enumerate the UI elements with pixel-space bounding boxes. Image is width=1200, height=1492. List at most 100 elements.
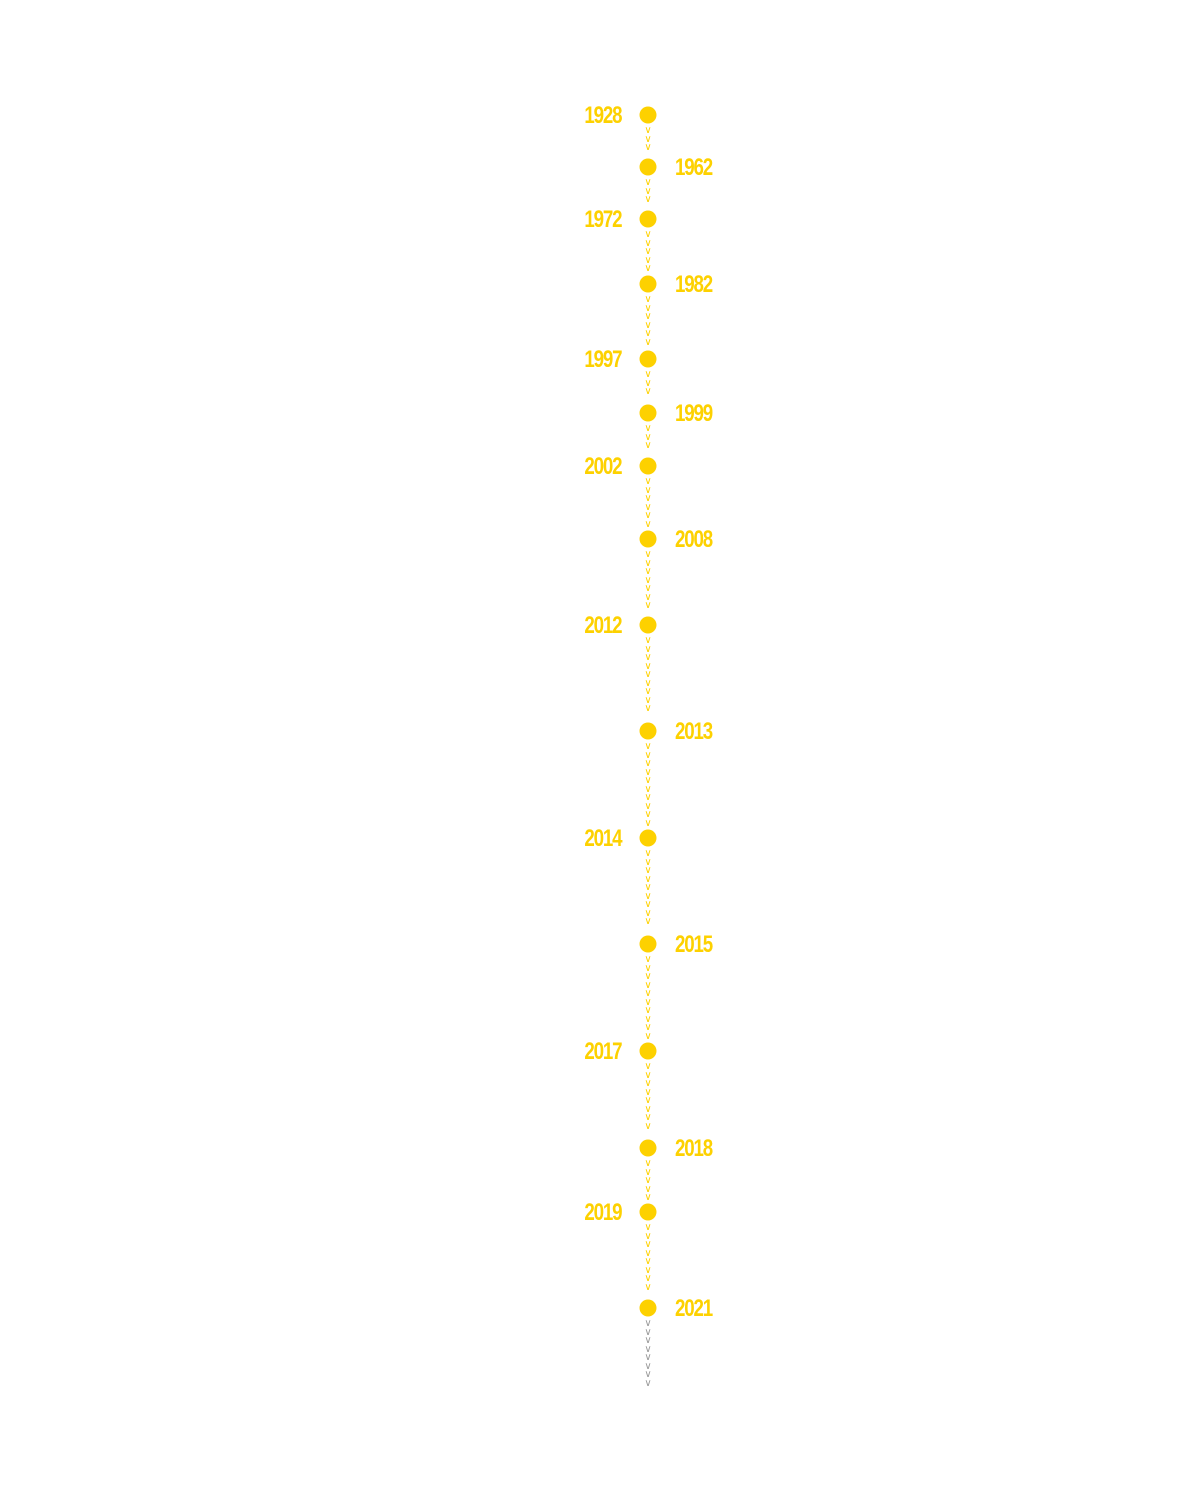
chevron-down-icon: ∨	[644, 600, 652, 611]
chevron-down-icon: ∨	[644, 1005, 652, 1016]
dot-icon	[639, 829, 657, 847]
chevron-down-icon: ∨	[644, 741, 652, 752]
chevron-down-icon: ∨	[644, 1112, 652, 1123]
chevron-down-icon: ∨	[644, 1120, 652, 1132]
year-label: 2015	[675, 931, 713, 958]
chevron-down-icon: ∨	[644, 1343, 652, 1355]
chevron-down-icon: ∨	[644, 510, 652, 521]
chevron-down-icon: ∨	[644, 800, 652, 812]
chevron-down-icon: ∨	[644, 591, 652, 603]
chevron-down-icon: ∨	[644, 386, 652, 397]
chevron-down-icon: ∨	[644, 1264, 652, 1276]
chevron-down-icon: ∨	[644, 749, 652, 761]
chevron-down-icon: ∨	[644, 1158, 652, 1169]
chevron-down-icon: ∨	[644, 1247, 652, 1259]
dot-icon	[639, 106, 657, 124]
chevron-down-icon: ∨	[644, 643, 652, 655]
chevron-down-icon: ∨	[644, 501, 652, 513]
chevron-down-icon: ∨	[644, 1069, 652, 1081]
chevron-down-icon: ∨	[644, 907, 652, 919]
chevron-down-icon: ∨	[644, 133, 652, 145]
chevron-down-icon: ∨	[644, 652, 652, 663]
chevron-down-icon: ∨	[644, 1013, 652, 1025]
chevron-down-icon: ∨	[644, 979, 652, 991]
chevron-down-icon: ∨	[644, 996, 652, 1008]
chevron-down-icon: ∨	[644, 566, 652, 577]
dot-icon	[639, 1139, 657, 1157]
year-label: 2014	[584, 825, 622, 852]
chevron-down-icon: ∨	[644, 962, 652, 974]
chevron-down-icon: ∨	[644, 377, 652, 389]
chevron-down-icon: ∨	[644, 1239, 652, 1250]
chevron-down-icon: ∨	[644, 493, 652, 504]
dot-icon	[639, 404, 657, 422]
chevron-down-icon: ∨	[644, 669, 652, 680]
chevron-down-icon: ∨	[644, 1103, 652, 1115]
year-label: 1997	[584, 346, 622, 373]
chevron-down-icon: ∨	[644, 476, 652, 487]
year-label: 1928	[584, 102, 622, 129]
chevron-down-icon: ∨	[644, 1022, 652, 1033]
chevron-down-icon: ∨	[644, 1166, 652, 1178]
chevron-down-icon: ∨	[644, 369, 652, 380]
chevron-down-icon: ∨	[644, 971, 652, 982]
chevron-down-icon: ∨	[644, 1326, 652, 1338]
chevron-down-icon: ∨	[644, 263, 652, 274]
chevron-down-icon: ∨	[644, 574, 652, 586]
chevron-down-icon: ∨	[644, 1352, 652, 1363]
year-label: 2018	[675, 1135, 713, 1162]
chevron-down-icon: ∨	[644, 125, 652, 136]
chevron-down-icon: ∨	[644, 792, 652, 803]
chevron-down-icon: ∨	[644, 1086, 652, 1098]
chevron-down-icon: ∨	[644, 988, 652, 999]
year-label: 2002	[584, 453, 622, 480]
chevron-down-icon: ∨	[644, 809, 652, 820]
chevron-down-icon: ∨	[644, 660, 652, 672]
dot-icon	[639, 935, 657, 953]
chevron-down-icon: ∨	[644, 549, 652, 560]
chevron-down-icon: ∨	[644, 336, 652, 348]
chevron-down-icon: ∨	[644, 142, 652, 153]
chevron-down-icon: ∨	[644, 1281, 652, 1293]
chevron-down-icon: ∨	[644, 635, 652, 646]
chevron-down-icon: ∨	[644, 177, 652, 188]
dot-icon	[639, 1042, 657, 1060]
dot-icon	[639, 275, 657, 293]
year-label: 1972	[584, 206, 622, 233]
chevron-down-icon: ∨	[644, 873, 652, 885]
chevron-down-icon: ∨	[644, 865, 652, 876]
chevron-down-icon: ∨	[644, 1369, 652, 1380]
year-label: 2019	[584, 1199, 622, 1226]
chevron-down-icon: ∨	[644, 703, 652, 714]
chevron-down-icon: ∨	[644, 758, 652, 769]
dot-icon	[639, 158, 657, 176]
chevron-down-icon: ∨	[644, 194, 652, 205]
chevron-down-icon: ∨	[644, 775, 652, 786]
year-label: 2017	[584, 1038, 622, 1065]
chevron-down-icon: ∨	[644, 302, 652, 314]
chevron-down-icon: ∨	[644, 882, 652, 893]
chevron-down-icon: ∨	[644, 1095, 652, 1106]
year-label: 2008	[675, 526, 713, 553]
chevron-down-icon: ∨	[644, 1360, 652, 1372]
dot-icon	[639, 1203, 657, 1221]
chevron-down-icon: ∨	[644, 1192, 652, 1203]
chevron-down-icon: ∨	[644, 916, 652, 927]
dot-icon	[639, 530, 657, 548]
dot-icon	[639, 210, 657, 228]
chevron-down-icon: ∨	[644, 294, 652, 305]
year-label: 2012	[584, 612, 622, 639]
chevron-down-icon: ∨	[644, 1318, 652, 1329]
chevron-down-icon: ∨	[644, 1230, 652, 1242]
year-label: 1982	[675, 271, 713, 298]
chevron-down-icon: ∨	[644, 817, 652, 829]
chevron-down-icon: ∨	[644, 311, 652, 322]
chevron-down-icon: ∨	[644, 237, 652, 249]
chevron-down-icon: ∨	[644, 1175, 652, 1186]
chevron-down-icon: ∨	[644, 1335, 652, 1346]
chevron-down-icon: ∨	[644, 583, 652, 594]
year-label: 2013	[675, 718, 713, 745]
chevron-down-icon: ∨	[644, 783, 652, 795]
dot-icon	[639, 457, 657, 475]
